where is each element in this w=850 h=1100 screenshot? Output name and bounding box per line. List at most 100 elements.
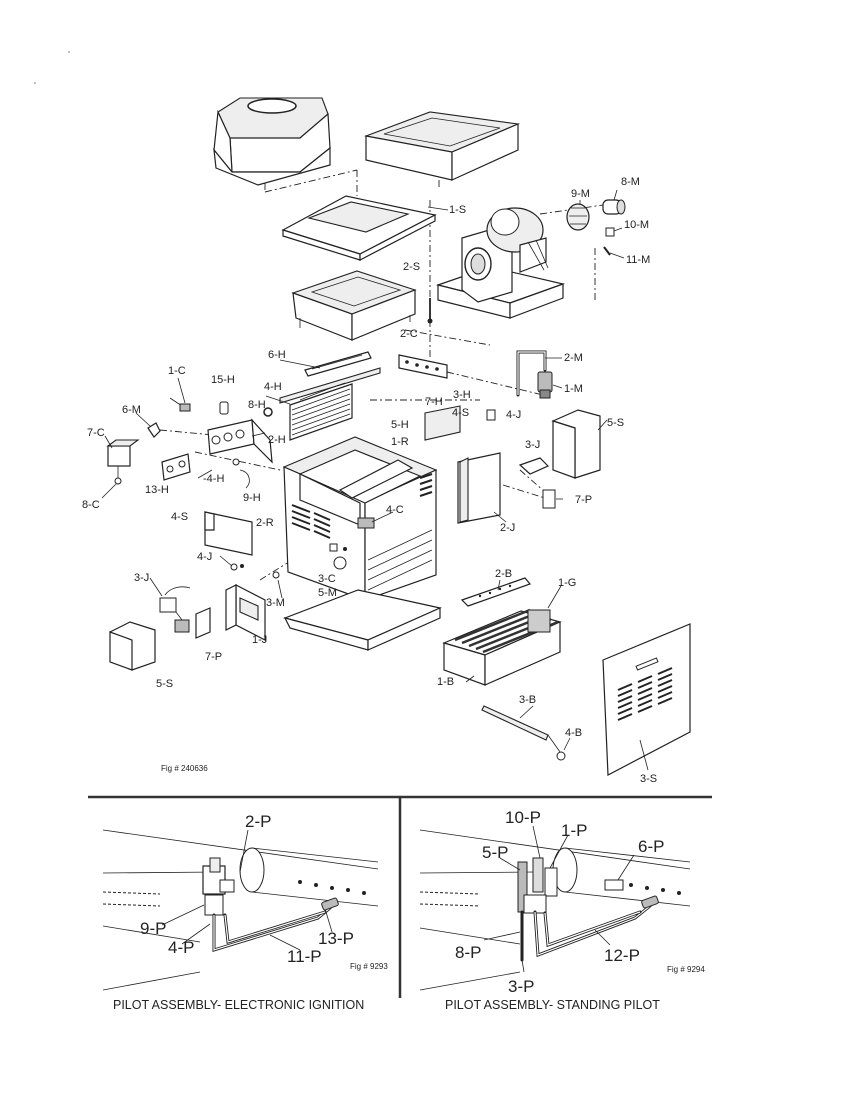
label-11p: 11-P	[287, 947, 322, 966]
label-4s: 4-S	[452, 407, 469, 419]
label-3b: 3-B	[519, 694, 536, 706]
motor-9m	[566, 203, 590, 231]
cabinet-1r	[282, 436, 442, 651]
shield-4s-right	[424, 405, 461, 441]
label-1g: 1-G	[558, 577, 576, 589]
label-8c: 8-C	[82, 499, 100, 511]
gas-tube-2m	[516, 350, 553, 399]
pilot-tube-3b	[481, 705, 566, 761]
blower-assembly	[435, 207, 566, 319]
label-10p: 10-P	[505, 808, 541, 827]
label-4b: 4-B	[565, 727, 582, 739]
label-2r: 2-R	[256, 517, 274, 529]
jacket-5s-right	[551, 409, 601, 479]
label-4j-b: 4-J	[197, 551, 212, 563]
manifold-bar	[398, 354, 448, 379]
label-6p: 6-P	[638, 837, 664, 856]
label-13p: 13-P	[318, 929, 354, 948]
washer-8h	[263, 407, 273, 417]
part-7p-left	[195, 607, 211, 639]
label-7p-b: 7-P	[205, 651, 222, 663]
label-9m: 9-M	[571, 188, 590, 200]
label-1c: 1-C	[168, 365, 186, 377]
pilot-standing-inset: 10-P 1-P 5-P 6-P 8-P 12-P 3-P Fig # 9294…	[419, 808, 705, 1012]
label-2h: 2-H	[268, 434, 286, 446]
label-3j-b: 3-J	[134, 572, 149, 584]
label-4p: 4-P	[168, 938, 194, 957]
label-5s-b: 5-S	[156, 678, 173, 690]
label-2p: 2-P	[245, 812, 271, 831]
label-5m: 5-M	[318, 587, 337, 599]
front-door-3s	[602, 623, 691, 776]
label-3p: 3-P	[508, 977, 534, 996]
clip-10m	[605, 227, 615, 237]
top-cover-part	[363, 111, 521, 181]
label-3s: 3-S	[640, 773, 657, 785]
flue-collector-1s	[281, 195, 437, 261]
label-4h: 4-H	[264, 381, 282, 393]
label-11m: 11-M	[626, 254, 650, 266]
label-5p: 5-P	[482, 843, 508, 862]
label-1b: 1-B	[437, 676, 454, 688]
jacket-5s-left	[109, 621, 156, 671]
label-5s: 5-S	[607, 417, 624, 429]
plug-15h	[219, 401, 229, 415]
fitting-9h	[232, 458, 250, 489]
label-2j: 2-J	[500, 522, 515, 534]
part-4j-right	[486, 409, 496, 421]
part-7p-right	[542, 489, 556, 509]
flue-box-2s	[291, 270, 417, 341]
label-3m: 3-M	[266, 597, 285, 609]
label-7c: 7-C	[87, 427, 105, 439]
label-12p: 12-P	[604, 946, 640, 965]
label-15h: 15-H	[211, 374, 235, 386]
heat-exchanger	[279, 351, 381, 441]
gasket-13h	[161, 453, 191, 481]
burner-strip-2b	[460, 577, 532, 607]
valve-3j-left	[159, 586, 191, 633]
label-3j: 3-J	[525, 439, 540, 451]
draft-hood-part	[213, 97, 331, 186]
label-1s: 1-S	[449, 204, 466, 216]
label-1p: 1-P	[561, 821, 587, 840]
label-4h-b: -4-H	[203, 473, 224, 485]
burner-tray-1b	[442, 608, 562, 686]
main-exploded-view: 1-S 2-S 2-C 8-M 9-M 10-M 11-M 2-M 1-M 6-…	[82, 97, 691, 785]
label-1m: 1-M	[564, 383, 583, 395]
label-2b: 2-B	[495, 568, 512, 580]
label-1r: 1-R	[391, 436, 409, 448]
label-6h: 6-H	[268, 349, 286, 361]
label-2s: 2-S	[403, 261, 420, 273]
caption-electronic: PILOT ASSEMBLY- ELECTRONIC IGNITION	[113, 998, 364, 1012]
label-6m: 6-M	[122, 404, 141, 416]
scan-speck	[34, 82, 36, 84]
label-4j: 4-J	[506, 409, 521, 421]
mount-1j	[225, 584, 266, 641]
label-8m: 8-M	[621, 176, 640, 188]
shield-4s-left	[204, 511, 253, 556]
pilot-electronic-inset: 2-P 9-P 4-P 11-P 13-P Fig # 9293 PILOT A…	[102, 812, 388, 1012]
caption-standing: PILOT ASSEMBLY- STANDING PILOT	[445, 998, 660, 1012]
valve-3j	[518, 457, 550, 475]
figure-number-standing: Fig # 9294	[667, 965, 705, 974]
label-8p: 8-P	[455, 943, 481, 962]
label-9h: 9-H	[243, 492, 261, 504]
label-9p: 9-P	[140, 919, 166, 938]
transformer-7c	[106, 439, 140, 485]
panel-2j	[457, 452, 501, 524]
leader-lines	[101, 189, 649, 771]
sensor-2c	[427, 298, 433, 324]
label-1j: 1-J	[252, 634, 267, 646]
label-4s-b: 4-S	[171, 511, 188, 523]
label-10m: 10-M	[624, 219, 649, 231]
label-5h: 5-H	[391, 419, 409, 431]
switch-1c	[169, 397, 191, 412]
part-3m	[272, 571, 280, 579]
header-2h	[207, 418, 273, 464]
label-7h: 7-H	[425, 396, 443, 408]
figure-number-main: Fig # 240636	[161, 764, 208, 773]
label-3h: 3-H	[453, 389, 471, 401]
label-8h: 8-H	[248, 399, 266, 411]
part-4j-left	[230, 563, 244, 571]
